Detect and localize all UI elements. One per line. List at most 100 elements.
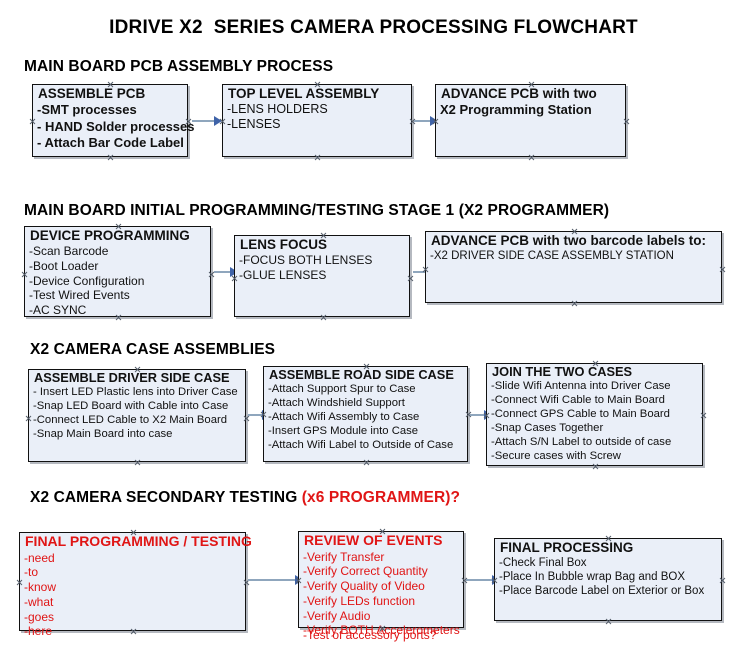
node-line: -GLUE LENSES [239,267,327,282]
node-line: -know [24,580,57,595]
node-line: -Snap LED Board with Cable into Case [33,400,229,413]
node-line: -here [24,624,53,639]
node-title: ADVANCE PCB with two [441,86,597,101]
node-line: -Slide Wifi Antenna into Driver Case [491,380,671,393]
node-line: -Attach Wifi Assembly to Case [268,411,420,424]
node-title: FINAL PROGRAMMING / TESTING [25,533,252,549]
arrow-shaft [248,579,295,581]
section-heading-x2-camera-case-assemblies: X2 CAMERA CASE ASSEMBLIES [30,341,275,359]
section-heading-accent: (x6 PROGRAMMER)? [301,489,461,506]
node-line: -X2 DRIVER SIDE CASE ASSEMBLY STATION [430,250,674,263]
arrow-shaft [414,120,430,122]
node-title: LENS FOCUS [240,237,328,252]
connector-handle-bottom[interactable] [320,314,327,321]
node-advance-pcb-programming-station[interactable]: ADVANCE PCB with two X2 Programming Stat… [435,84,626,157]
node-line: X2 Programming Station [440,102,592,118]
section-heading-main-board-pcb-assembly: MAIN BOARD PCB ASSEMBLY PROCESS [24,58,333,76]
node-line: -need [24,550,55,565]
node-line: -goes [24,609,55,624]
node-line: -Verify BOTH Accelerometers [303,623,460,638]
node-line: -Scan Barcode [29,244,109,259]
node-line: -Check Final Box [499,557,587,570]
node-title: FINAL PROCESSING [500,540,634,555]
node-assemble-road-side-case[interactable]: ASSEMBLE ROAD SIDE CASE -Attach Support … [263,366,468,462]
node-line: - Insert LED Plastic lens into Driver Ca… [33,386,238,399]
arrow-shaft [192,120,214,122]
node-title: ASSEMBLE ROAD SIDE CASE [269,367,454,382]
node-title: ASSEMBLE PCB [38,86,146,101]
node-final-programming-testing[interactable]: FINAL PROGRAMMING / TESTING -need -to -k… [19,532,252,638]
node-line: -FOCUS BOTH LENSES [239,253,373,268]
node-line: -Verify Correct Quantity [303,564,428,579]
arrow-shaft [248,414,262,416]
node-line: -Verify Audio [303,608,371,623]
node-assemble-pcb[interactable]: ASSEMBLE PCB -SMT processes - HAND Solde… [32,84,195,157]
connector-handle-right[interactable] [719,266,726,273]
node-line: -Connect GPS Cable to Main Board [491,408,670,421]
connector-handle-bottom[interactable] [107,154,114,161]
arrow-assemble-pcb-to-top-level [192,116,222,126]
connector-handle-bottom[interactable] [605,618,612,625]
section-heading-text: X2 CAMERA SECONDARY TESTING [30,489,302,506]
node-line: -Snap Main Board into case [33,428,173,440]
node-line: -Verify Transfer [303,549,385,564]
section-heading-text: MAIN BOARD PCB ASSEMBLY PROCESS [24,58,334,75]
node-line: - Attach Bar Code Label [37,135,184,151]
node-title: ADVANCE PCB with two barcode labels to: [431,233,707,248]
connector-handle-bottom[interactable] [571,300,578,307]
node-device-programming[interactable]: DEVICE PROGRAMMING -Scan Barcode -Boot L… [24,226,211,317]
node-assemble-driver-side-case[interactable]: ASSEMBLE DRIVER SIDE CASE - Insert LED P… [28,369,246,462]
node-line: -Place In Bubble wrap Bag and BOX [499,571,686,584]
node-line: -Attach Support Spur to Case [268,383,416,396]
node-line: -Insert GPS Module into Case [268,425,419,437]
node-line: -LENS HOLDERS [227,102,328,117]
connector-handle-bottom[interactable] [314,154,321,161]
section-heading-x2-camera-secondary-testing: X2 CAMERA SECONDARY TESTING (x6 PROGRAMM… [30,489,460,507]
section-heading-text: MAIN BOARD INITIAL PROGRAMMING/TESTING S… [24,202,610,219]
node-line: -Connect Wifi Cable to Main Board [491,394,665,407]
node-line: -Place Barcode Label on Exterior or Box [499,585,705,598]
connector-handle-bottom[interactable] [363,459,370,466]
node-line: -Verify Quality of Video [303,579,425,594]
node-line: - HAND Solder processes [37,118,195,134]
node-line: -Boot Loader [29,258,99,273]
connector-handle-bottom[interactable] [592,463,599,470]
node-line: -Attach Wifi Label to Outside of Case [268,438,454,451]
arrow-final-programming-to-review-events [248,575,303,585]
node-final-processing[interactable]: FINAL PROCESSING -Check Final Box -Place… [494,538,722,621]
node-title: REVIEW OF EVENTS [304,532,443,548]
node-lens-focus[interactable]: LENS FOCUS -FOCUS BOTH LENSES -GLUE LENS… [234,235,410,317]
node-line: -what [24,594,54,609]
node-title: ASSEMBLE DRIVER SIDE CASE [34,370,230,385]
connector-handle-left[interactable] [422,266,429,273]
arrow-shaft [470,414,484,416]
connector-handle-bottom[interactable] [528,154,535,161]
connector-handle-right[interactable] [623,118,630,125]
node-join-the-two-cases[interactable]: JOIN THE TWO CASES -Slide Wifi Antenna i… [486,363,703,466]
node-line: -Attach S/N Label to outside of case [491,435,672,448]
section-heading-main-board-initial-programming: MAIN BOARD INITIAL PROGRAMMING/TESTING S… [24,202,609,220]
node-title: TOP LEVEL ASSEMBLY [228,86,380,101]
node-review-of-events[interactable]: REVIEW OF EVENTS -Verify Transfer -Verif… [298,531,464,642]
page-title: IDRIVE X2 SERIES CAMERA PROCESSING FLOWC… [109,17,638,38]
arrow-shaft [214,271,230,273]
node-line: -AC SYNC [29,303,87,318]
connector-handle-bottom[interactable] [134,459,141,466]
node-title: DEVICE PROGRAMMING [30,228,190,243]
node-line: -LENSES [227,117,281,132]
node-line: -Connect LED Cable to X2 Main Board [33,414,228,427]
node-line: -to [24,565,39,580]
node-title: JOIN THE TWO CASES [492,364,633,379]
node-line: -Verify LEDs function [303,593,416,608]
connector-handle-left[interactable] [432,118,439,125]
node-line: -Attach Windshield Support [268,397,405,410]
node-top-level-assembly[interactable]: TOP LEVEL ASSEMBLY -LENS HOLDERS -LENSES [222,84,412,157]
node-line: -Test Wired Events [29,288,130,303]
node-overflow-line: -Test of accessory ports? [303,628,437,642]
arrow-shaft [466,579,492,581]
node-advance-pcb-driver-side-case[interactable]: ADVANCE PCB with two barcode labels to: … [425,231,722,303]
section-heading-text: X2 CAMERA CASE ASSEMBLIES [30,341,276,358]
node-line: -Secure cases with Screw [491,449,621,462]
arrow-head [214,116,222,126]
